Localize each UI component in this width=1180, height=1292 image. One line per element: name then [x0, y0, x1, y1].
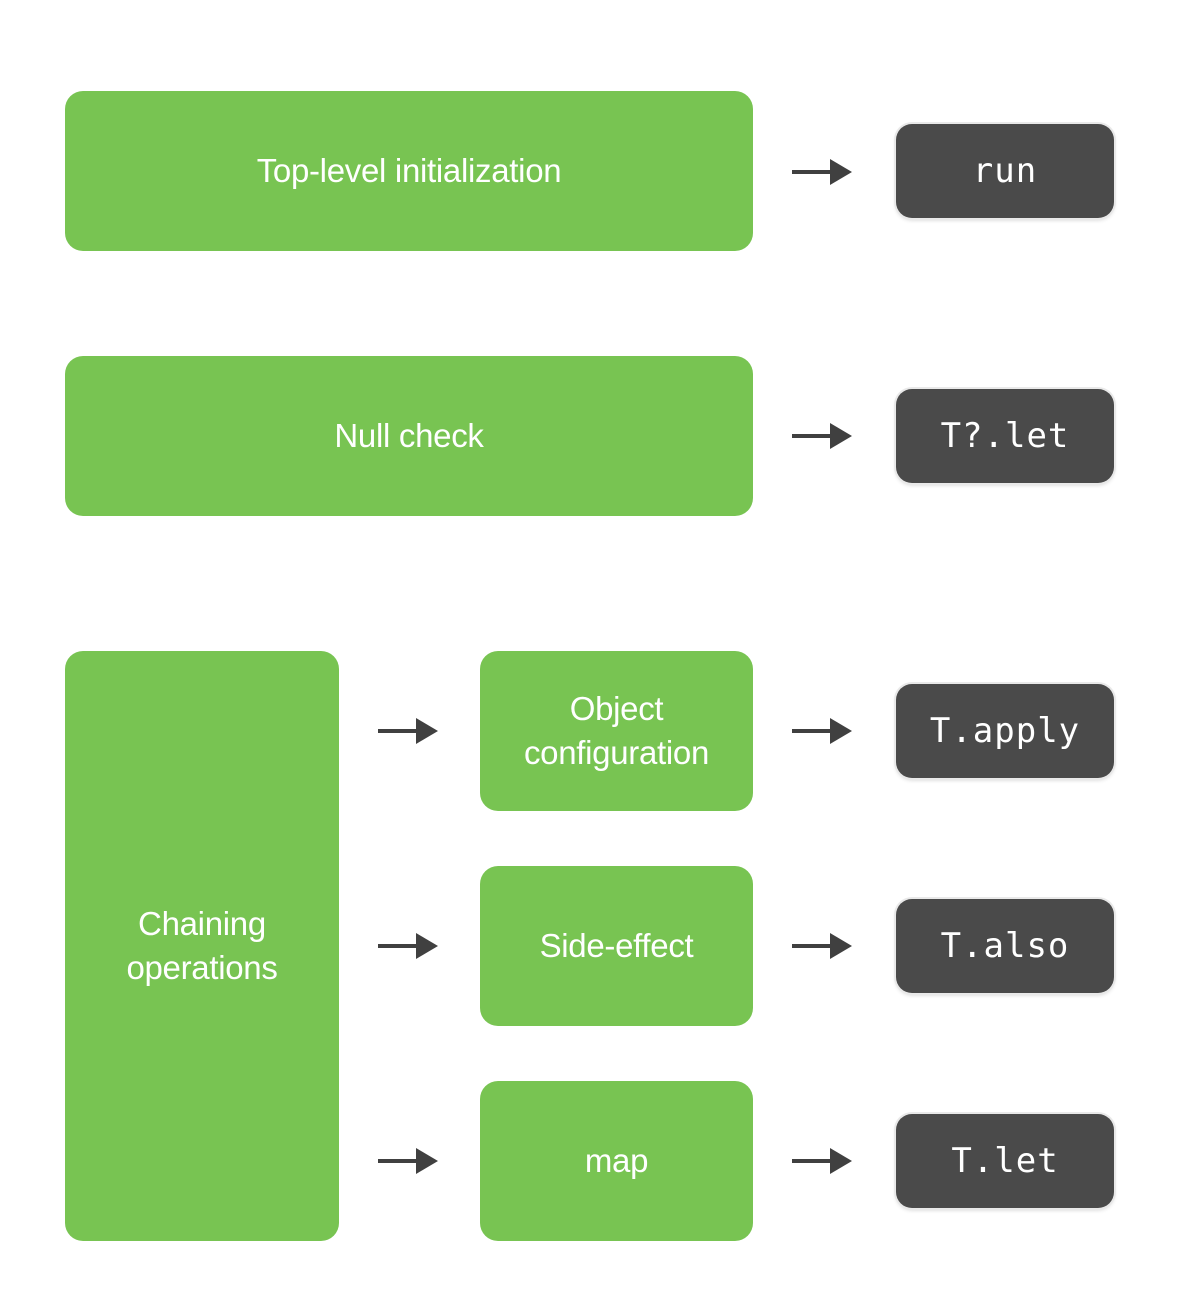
box-map: map [480, 1081, 753, 1241]
function-label: T?.let [940, 416, 1070, 456]
box-label: Object configuration [523, 690, 710, 771]
right-arrow-icon [378, 716, 440, 746]
right-arrow-icon [792, 421, 854, 451]
box-side-effect: Side-effect [480, 866, 753, 1026]
box-top-level-initialization: Top-level initialization [65, 91, 753, 251]
function-label: T.let [951, 1141, 1059, 1181]
right-arrow-icon [792, 716, 854, 746]
function-safe-let: T?.let [896, 389, 1114, 483]
function-run: run [896, 124, 1114, 218]
box-null-check: Null check [65, 356, 753, 516]
box-label: Null check [334, 417, 484, 454]
box-chaining-operations: Chaining operations [65, 651, 339, 1241]
box-object-configuration: Object configuration [480, 651, 753, 811]
right-arrow-icon [378, 931, 440, 961]
box-label: map [584, 1142, 649, 1179]
function-label: T.apply [929, 711, 1081, 751]
function-label: T.also [940, 926, 1070, 966]
right-arrow-icon [792, 157, 854, 187]
box-label: Top-level initialization [256, 152, 562, 189]
function-label: run [972, 151, 1038, 191]
box-label: Chaining operations [126, 905, 278, 986]
right-arrow-icon [378, 1146, 440, 1176]
function-apply: T.apply [896, 684, 1114, 778]
right-arrow-icon [792, 931, 854, 961]
box-label: Side-effect [539, 927, 694, 964]
right-arrow-icon [792, 1146, 854, 1176]
function-let: T.let [896, 1114, 1114, 1208]
function-also: T.also [896, 899, 1114, 993]
